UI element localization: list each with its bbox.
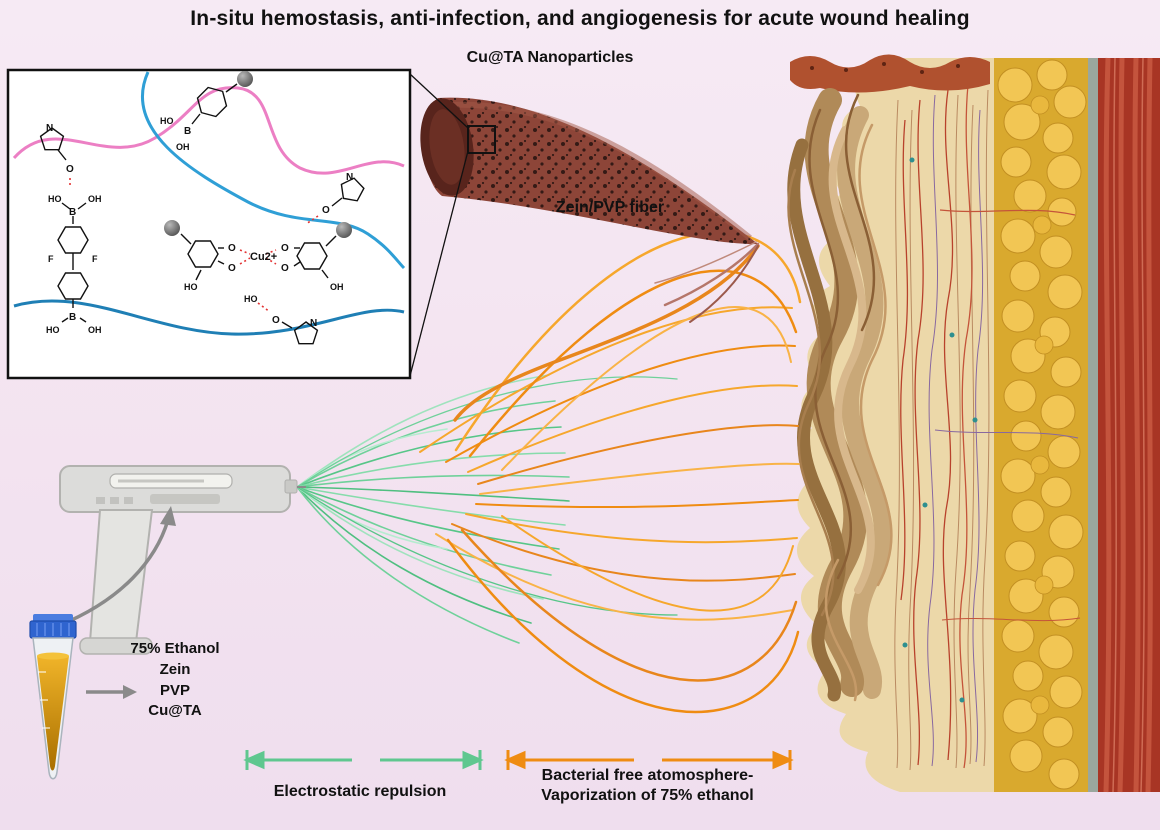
solution-item: 75% Ethanol <box>130 640 220 657</box>
svg-text:F: F <box>48 254 54 264</box>
wound-rim <box>790 54 990 93</box>
svg-text:O: O <box>281 263 289 274</box>
pvp-chain <box>12 86 405 175</box>
green-arrow <box>243 750 484 770</box>
svg-text:F: F <box>92 254 98 264</box>
svg-text:N: N <box>310 318 317 329</box>
solution-arrow <box>86 685 137 699</box>
fiber-label: Zein/PVP fiber <box>555 199 665 216</box>
nanoparticles-label: Cu@TA Nanoparticles <box>466 49 634 66</box>
svg-text:HO: HO <box>46 325 60 335</box>
svg-text:B: B <box>184 126 191 137</box>
orange-arrow-caption: Bacterial free atomosphere- Vaporization… <box>490 766 805 806</box>
solution-list: 75% Ethanol Zein PVP Cu@TA <box>100 638 250 723</box>
svg-text:OH: OH <box>88 194 102 204</box>
svg-text:HO: HO <box>244 294 258 304</box>
chemical-inset: N O HO OH B F F B HO OH B HO OH N O <box>6 68 412 380</box>
svg-text:OH: OH <box>176 142 190 152</box>
loading-arrow <box>57 506 176 628</box>
figure-title: In-situ hemostasis, anti-infection, and … <box>190 7 970 30</box>
orange-caption-line2: Vaporization of 75% ethanol <box>541 787 754 804</box>
cuta-fiber-tube <box>409 73 760 377</box>
svg-text:OH: OH <box>88 325 102 335</box>
svg-text:O: O <box>272 315 280 326</box>
svg-text:N: N <box>346 172 353 183</box>
fascia-layer <box>1086 58 1098 792</box>
svg-text:O: O <box>322 205 330 216</box>
svg-text:N: N <box>46 123 53 134</box>
zein-chain-2 <box>13 299 405 336</box>
electrospinning-device <box>57 465 306 655</box>
blood-vessels <box>900 84 1081 769</box>
svg-text:HO: HO <box>160 116 174 126</box>
solution-item: Cu@TA <box>148 702 202 720</box>
svg-text:OH: OH <box>330 282 344 292</box>
callout-lines <box>409 73 496 377</box>
solution-item: PVP <box>159 681 190 699</box>
svg-text:HO: HO <box>184 282 198 292</box>
orange-arrow <box>504 750 794 770</box>
svg-text:O: O <box>228 263 236 274</box>
cu-ion-label: Cu2+ <box>250 251 277 263</box>
centrifuge-tube <box>29 614 137 780</box>
green-arrow-caption: Electrostatic repulsion <box>273 783 447 800</box>
fiber-spray-orange <box>419 231 802 714</box>
svg-text:HO: HO <box>48 194 62 204</box>
svg-text:O: O <box>281 243 289 254</box>
svg-text:B: B <box>69 207 76 218</box>
skin-model <box>787 54 1160 793</box>
svg-text:B: B <box>69 312 76 323</box>
fiber-spray-green <box>296 374 678 644</box>
zein-chain-1 <box>140 71 406 270</box>
wound-fiber-mass <box>787 88 893 702</box>
svg-text:O: O <box>228 243 236 254</box>
solution-item: Zein <box>159 660 191 678</box>
orange-caption-line1: Bacterial free atomosphere- <box>541 767 754 784</box>
svg-text:O: O <box>66 164 74 175</box>
